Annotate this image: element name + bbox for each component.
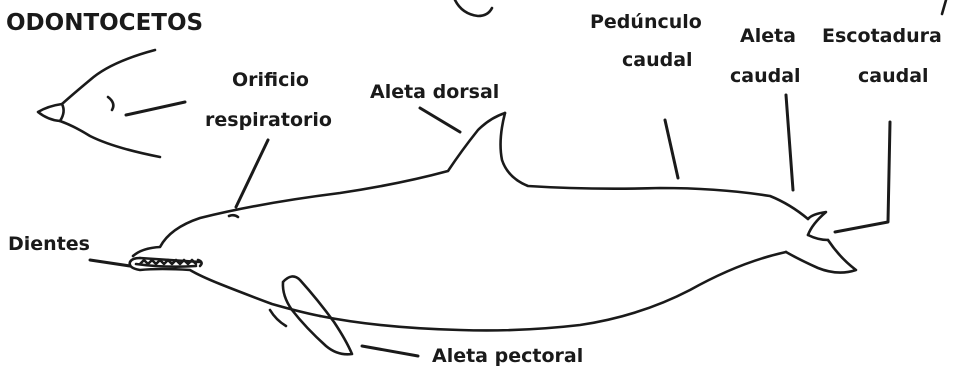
label-aleta-caudal-line2: caudal	[730, 65, 801, 87]
leader-aleta-caudal	[786, 95, 793, 190]
label-pedunculo-line1: Pedúnculo	[590, 11, 702, 33]
label-aleta-caudal-line1: Aleta	[740, 25, 796, 47]
leader-dientes	[90, 260, 130, 266]
leader-aleta-dorsal	[420, 108, 460, 132]
partial-sketch-right	[942, 0, 946, 14]
label-aleta-pectoral: Aleta pectoral	[432, 345, 583, 366]
head-top-view	[38, 50, 160, 157]
label-escotadura-line1: Escotadura	[822, 25, 942, 47]
diagram-title: ODONTOCETOS	[6, 10, 203, 36]
label-orificio-line1: Orificio	[232, 69, 309, 91]
leader-pedunculo	[665, 120, 678, 178]
label-orificio-line2: respiratorio	[205, 109, 332, 131]
leader-aleta-pectoral	[362, 346, 418, 356]
partial-sketch-top	[455, 0, 492, 16]
leader-escotadura	[835, 122, 890, 232]
label-aleta-dorsal: Aleta dorsal	[370, 81, 499, 103]
leader-orificio	[236, 140, 268, 207]
label-escotadura-line2: caudal	[858, 65, 929, 87]
leader-blowhole-top	[126, 102, 185, 115]
label-dientes: Dientes	[8, 233, 90, 255]
label-pedunculo-line2: caudal	[622, 49, 693, 71]
dolphin-body	[130, 113, 856, 354]
